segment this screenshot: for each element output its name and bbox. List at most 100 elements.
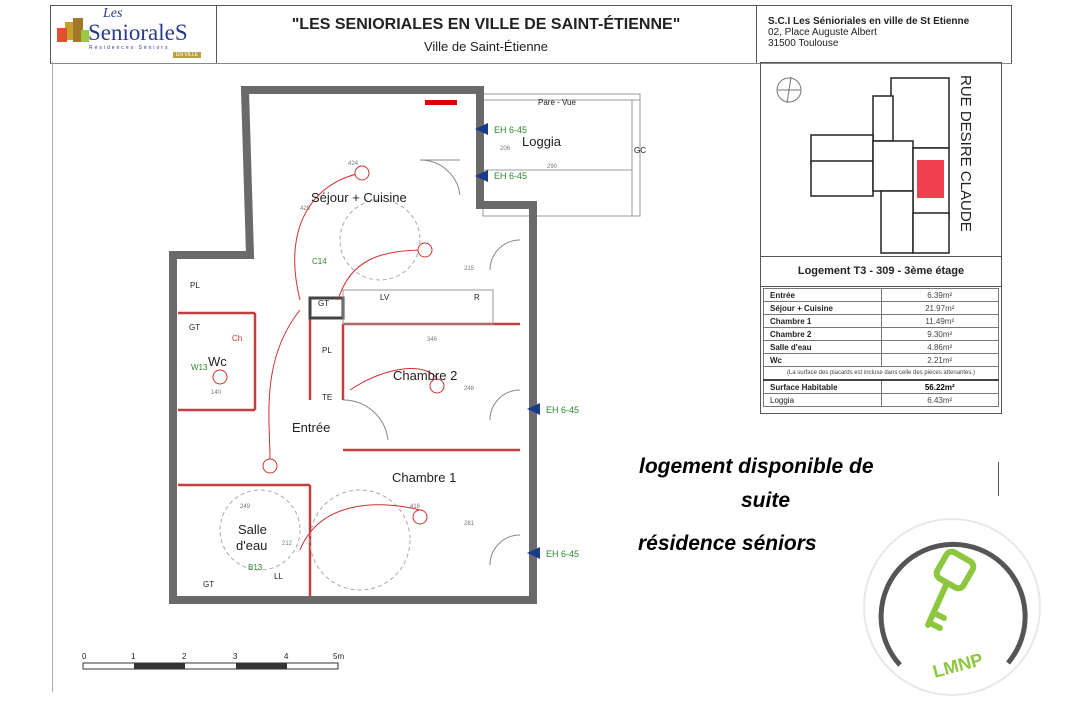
loggia-area: 6.43m² bbox=[880, 393, 999, 407]
room-label-sejour: Séjour + Cuisine bbox=[311, 190, 407, 205]
company-name: S.C.I Les Sénioriales en ville de St Eti… bbox=[768, 16, 970, 27]
key-icon bbox=[925, 548, 977, 631]
compass-icon bbox=[776, 76, 802, 104]
room-label-deau: d'eau bbox=[236, 538, 267, 553]
room-name: Entrée bbox=[763, 288, 882, 302]
label-lv: LV bbox=[380, 293, 390, 302]
label-ll: LL bbox=[274, 572, 283, 581]
logo-graphic bbox=[57, 18, 89, 42]
label-gt: GT bbox=[203, 580, 214, 589]
room-name: Séjour + Cuisine bbox=[763, 301, 882, 315]
room-name: Chambre 2 bbox=[763, 327, 882, 341]
scale-tick: 0 bbox=[82, 652, 87, 661]
room-name: Salle d'eau bbox=[763, 340, 882, 354]
logo-badge: EN VILLE bbox=[173, 52, 201, 58]
divider bbox=[998, 462, 999, 496]
interior-walls bbox=[178, 298, 520, 596]
radiator bbox=[425, 100, 457, 105]
label-b13: B13 bbox=[248, 563, 263, 572]
dim: 424 bbox=[348, 161, 359, 167]
room-label-entree: Entrée bbox=[292, 420, 330, 435]
dim: 212 bbox=[282, 541, 293, 547]
scale-bar: 0 1 2 3 4 5m bbox=[82, 652, 344, 670]
loggia-label: Loggia bbox=[763, 393, 882, 407]
info-panel: RUE DESIRE CLAUDE Logement T3 - 309 - 3è… bbox=[760, 62, 1002, 414]
window-label: EH 6-45 bbox=[494, 125, 527, 135]
dim: 429 bbox=[300, 206, 311, 212]
total-area: 56.22m² bbox=[880, 379, 999, 394]
label-gt: GT bbox=[189, 323, 200, 332]
dim: 346 bbox=[427, 337, 438, 343]
room-label-chambre2: Chambre 2 bbox=[393, 368, 457, 383]
scale-tick: 2 bbox=[182, 652, 187, 661]
room-area: 11.49m² bbox=[880, 314, 999, 328]
room-area: 9.30m² bbox=[880, 327, 999, 341]
window-arrow-icon bbox=[475, 170, 488, 182]
room-name: Wc bbox=[763, 353, 882, 367]
table-note-row: (La surface des placards est incluse dan… bbox=[763, 366, 999, 381]
loggia bbox=[482, 93, 641, 217]
page-subtitle: Ville de Saint-Étienne bbox=[423, 39, 549, 54]
room-area: 6.39m² bbox=[880, 288, 999, 302]
window-arrow-icon bbox=[475, 123, 488, 135]
dim: 215 bbox=[464, 266, 475, 272]
label-gc: GC bbox=[634, 146, 646, 155]
label-w13: W13 bbox=[191, 363, 208, 372]
circulation-circles bbox=[219, 199, 421, 591]
door-swings bbox=[342, 159, 521, 566]
scale-tick: 3 bbox=[233, 652, 238, 661]
room-area: 21.97m² bbox=[880, 301, 999, 315]
unit-highlight bbox=[917, 160, 944, 198]
left-border bbox=[52, 62, 53, 692]
dim: 249 bbox=[240, 504, 251, 510]
header: Les SenioraleS Résidences Séniors EN VIL… bbox=[50, 5, 1012, 64]
label-pl: PL bbox=[322, 346, 332, 355]
label-pl: PL bbox=[190, 281, 200, 290]
logo-line1: Les bbox=[103, 6, 123, 21]
logo: Les SenioraleS Résidences Séniors EN VIL… bbox=[51, 6, 217, 63]
scale-tick: 5m bbox=[333, 652, 344, 661]
dim: 290 bbox=[547, 164, 558, 170]
company-address2: 31500 Toulouse bbox=[768, 38, 839, 49]
room-label-loggia: Loggia bbox=[522, 134, 562, 149]
window-arrow-icon bbox=[527, 403, 540, 415]
company-cell: S.C.I Les Sénioriales en ville de St Eti… bbox=[756, 6, 1011, 63]
window-arrow-icon bbox=[527, 547, 540, 559]
label-gt: GT bbox=[318, 299, 329, 308]
total-label: Surface Habitable bbox=[763, 379, 882, 394]
kitchen-counter bbox=[342, 289, 494, 325]
availability-text-2: suite bbox=[741, 489, 791, 512]
label-r: R bbox=[474, 293, 480, 302]
electrical-lines bbox=[212, 165, 445, 551]
room-name: Chambre 1 bbox=[763, 314, 882, 328]
window-markers bbox=[475, 123, 540, 559]
label-pare-vue: Pare - Vue bbox=[538, 98, 576, 107]
dimensions: 424 429 290 206 215 346 248 140 416 281 … bbox=[211, 146, 558, 547]
room-label-chambre1: Chambre 1 bbox=[392, 470, 456, 485]
dim: 416 bbox=[410, 504, 421, 510]
scale-tick: 1 bbox=[131, 652, 136, 661]
logo-line2: SenioraleS bbox=[88, 20, 188, 45]
residence-text: résidence séniors bbox=[638, 532, 817, 555]
dim: 206 bbox=[500, 146, 511, 152]
table-note: (La surface des placards est incluse dan… bbox=[763, 366, 999, 381]
window-label: EH 6-45 bbox=[546, 549, 579, 559]
room-label-salle: Salle bbox=[238, 522, 267, 537]
label-ch: Ch bbox=[232, 334, 242, 343]
unit-title: Logement T3 - 309 - 3ème étage bbox=[761, 256, 1001, 287]
title-cell: "LES SENIORIALES EN VILLE DE SAINT-ÉTIEN… bbox=[216, 6, 757, 63]
location-map: RUE DESIRE CLAUDE bbox=[776, 75, 974, 254]
room-area: 2.21m² bbox=[880, 353, 999, 367]
room-area: 4.86m² bbox=[880, 340, 999, 354]
floor-plan: EH 6-45 EH 6-45 EH 6-45 EH 6-45 Séjour +… bbox=[82, 86, 646, 670]
dim: 140 bbox=[211, 390, 222, 396]
scale-tick: 4 bbox=[284, 652, 289, 661]
room-label-wc: Wc bbox=[208, 354, 227, 369]
